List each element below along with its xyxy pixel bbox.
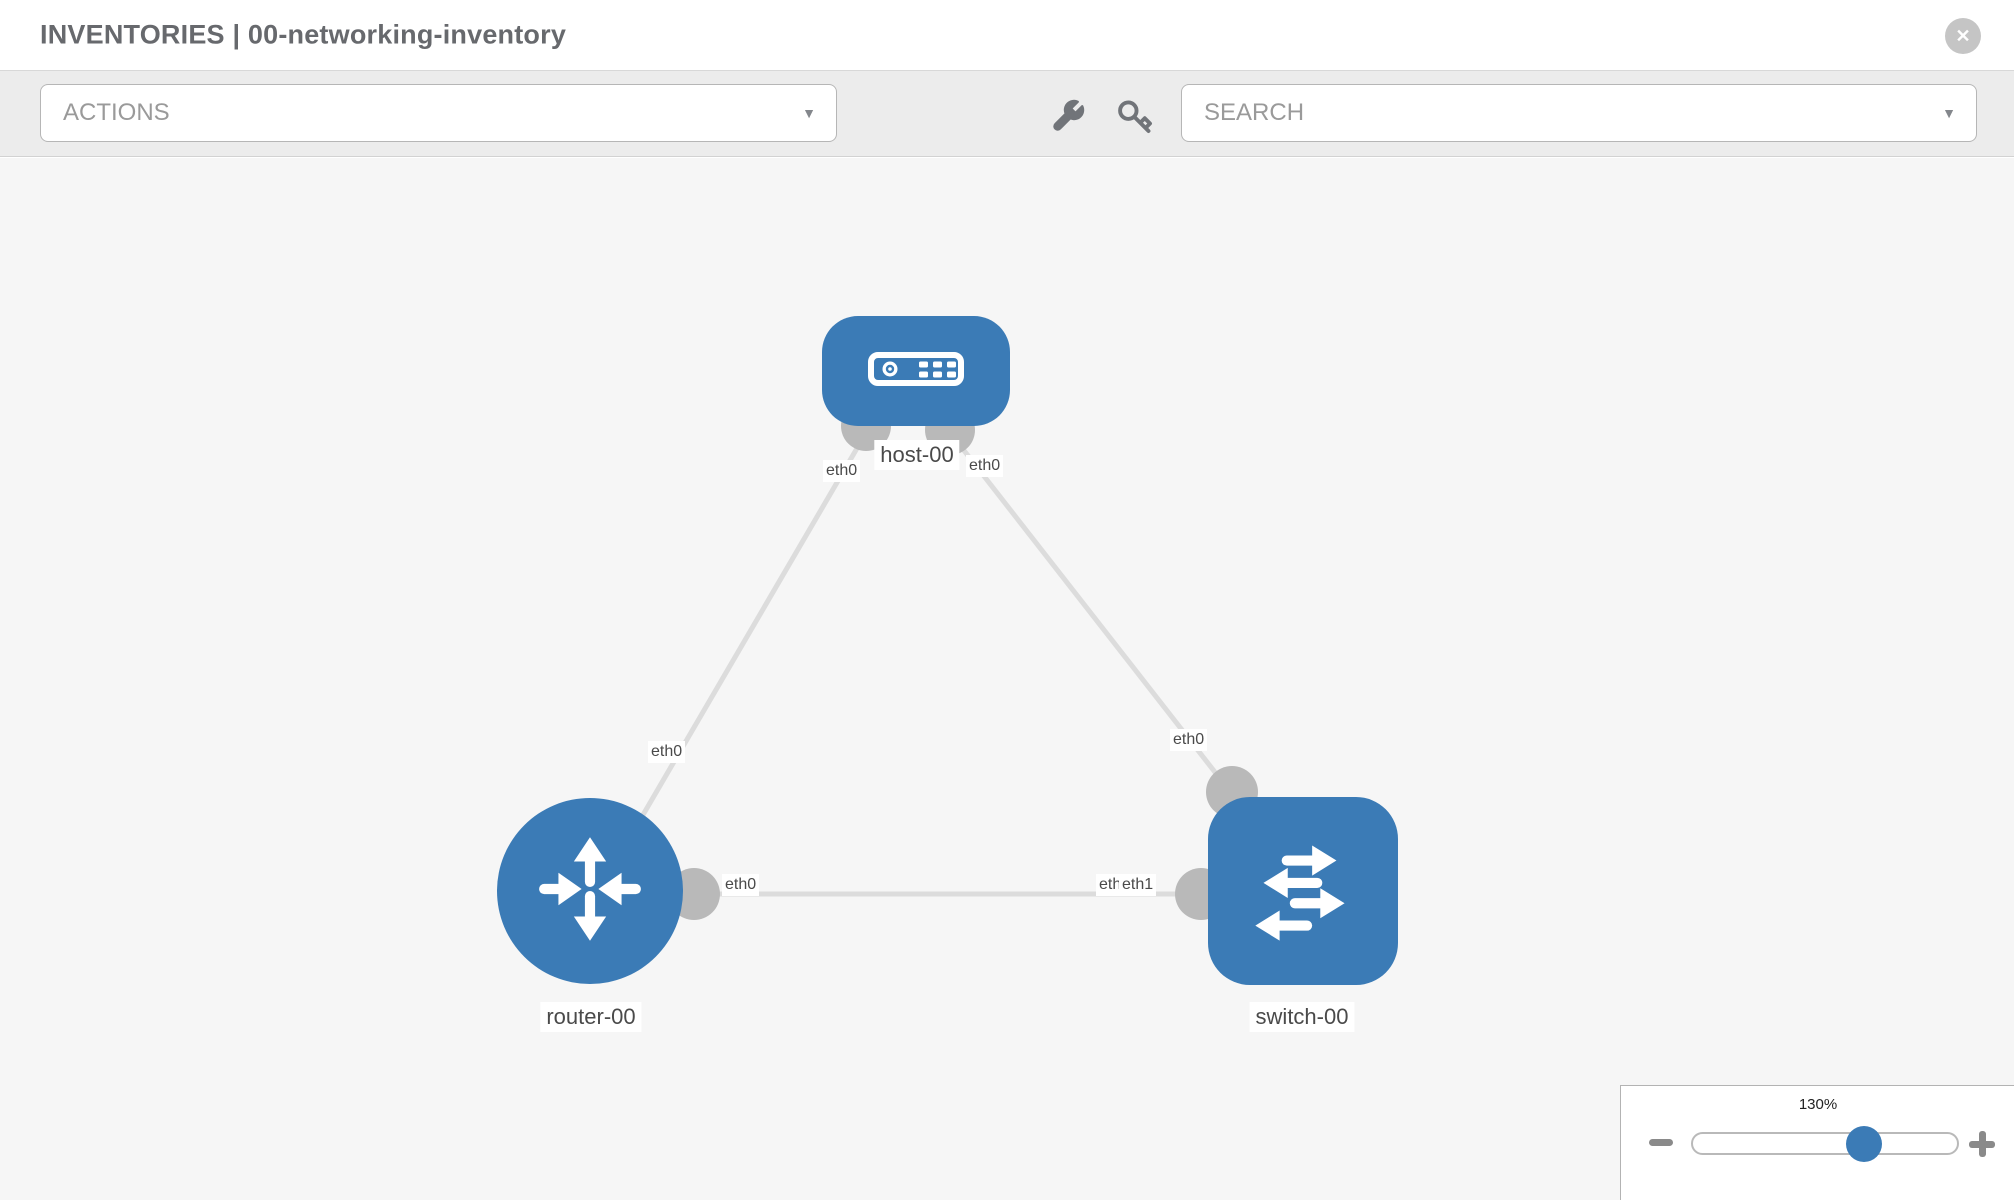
node-label-router: router-00 [540,1002,642,1032]
header: INVENTORIES | 00-networking-inventory ✕ [0,0,2014,70]
zoom-control-panel: 130% [1620,1085,2014,1200]
node-host-00[interactable] [822,316,1010,426]
interface-label-router-uplink: eth0 [648,741,686,763]
node-switch-00[interactable] [1208,797,1398,985]
zoom-slider-thumb[interactable] [1846,1126,1882,1162]
interface-label-router-link: eth0 [722,874,760,896]
search-dropdown[interactable]: SEARCH ▼ [1181,84,1977,142]
topology-links-layer [637,401,1258,920]
topology-canvas[interactable]: host-00 router-00 switch-00 eth0 eth0 et… [0,158,2014,1200]
chevron-down-icon: ▼ [802,105,816,121]
switch-icon [1242,828,1364,955]
zoom-out-icon[interactable] [1649,1139,1673,1146]
zoom-in-icon[interactable] [1969,1131,1995,1157]
key-icon[interactable] [1117,98,1153,134]
node-router-00[interactable] [497,798,683,984]
interface-label-host-right: eth0 [966,455,1004,477]
actions-dropdown-label: ACTIONS [63,99,170,126]
search-dropdown-label: SEARCH [1204,99,1305,126]
close-icon: ✕ [1955,25,1971,46]
host-icon [867,351,965,392]
interface-label-host-left: eth0 [823,460,861,482]
interface-label-switch-uplink: eth0 [1170,729,1208,751]
wrench-icon[interactable] [1050,98,1086,134]
actions-dropdown[interactable]: ACTIONS ▼ [40,84,837,142]
toolbar: ACTIONS ▼ SEARCH ▼ [0,70,2014,157]
node-label-host: host-00 [874,440,960,470]
page-title: INVENTORIES | 00-networking-inventory [40,19,567,50]
zoom-level-value: 130% [1798,1096,1838,1113]
close-button[interactable]: ✕ [1945,18,1981,54]
router-icon [534,833,646,950]
chevron-down-icon: ▼ [1942,105,1956,121]
zoom-slider-track[interactable] [1691,1132,1959,1155]
node-label-switch: switch-00 [1249,1002,1355,1032]
interface-label-switch-link: eth1 [1119,874,1157,896]
